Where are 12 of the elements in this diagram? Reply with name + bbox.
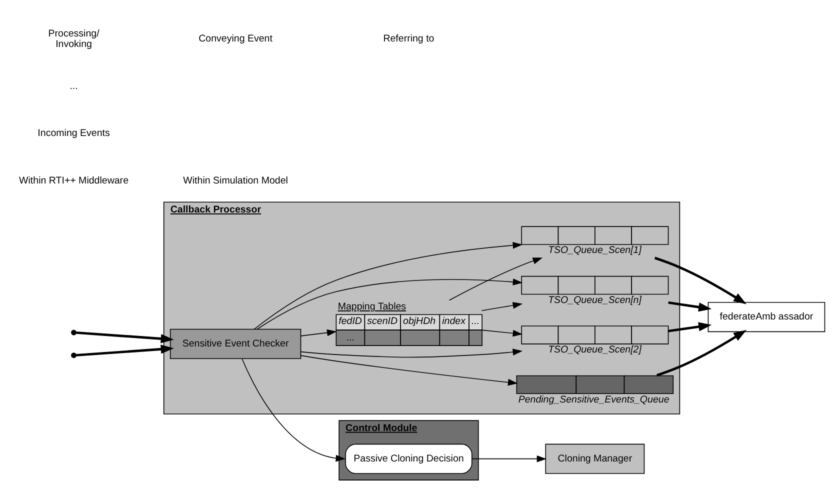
- node-label: Pending_Sensitive_Events_Queue: [518, 394, 670, 406]
- node-label: Mapping Tables: [338, 301, 406, 312]
- legend-label: Processing/ Invoking: [48, 28, 100, 50]
- node-text: TSO_Queue_Scen[n]: [548, 294, 642, 306]
- label: Within Simulation Model: [183, 175, 288, 186]
- label: Incoming Events: [38, 128, 110, 140]
- label: Within RTI++ Middleware: [19, 175, 129, 186]
- legend-label: Conveying Event: [198, 34, 272, 45]
- node-text: TSO_Queue_Scen[2]: [548, 344, 642, 356]
- legend-label: Referring to: [383, 34, 434, 45]
- label: ...: [70, 80, 78, 92]
- node-text: TSO_Queue_Scen[1]: [548, 245, 642, 256]
